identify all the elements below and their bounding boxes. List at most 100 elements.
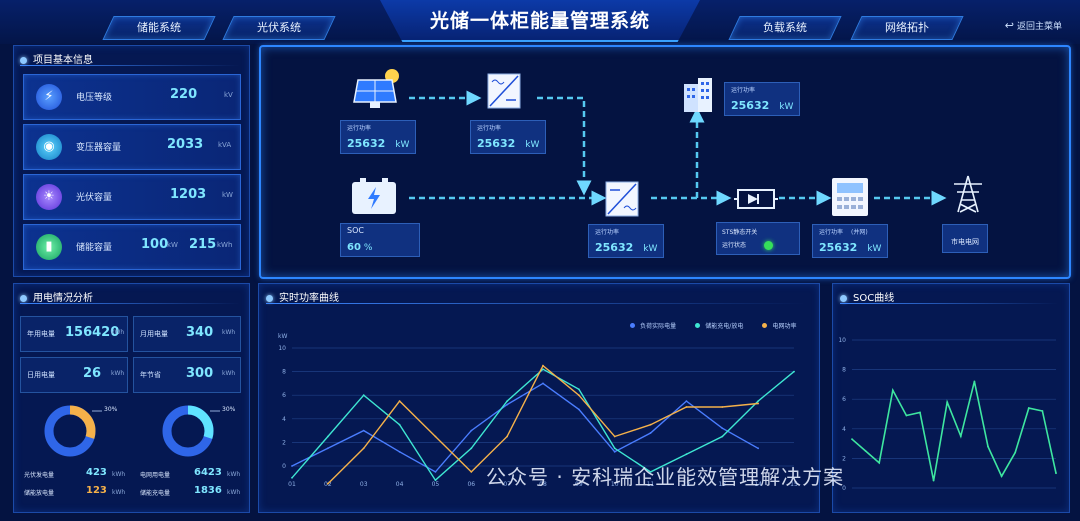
y-tick-label: 8 [282, 369, 286, 376]
stat-unit: kWh [222, 329, 236, 336]
data-point [434, 479, 437, 482]
sts-status-label: 运行状态 [722, 242, 747, 249]
stat-unit: kWh [111, 370, 125, 377]
info-card-voltage: ⚡ 电压等级 220 kV [23, 74, 241, 120]
data-point [398, 450, 401, 453]
data-point [506, 400, 509, 402]
legend-dot-icon [630, 323, 635, 328]
power-meter-icon [832, 178, 868, 216]
tab-load-system[interactable]: 负载系统 [728, 16, 842, 40]
basic-info-title-text: 项目基本信息 [33, 55, 93, 66]
x-tick-label: 06 [467, 481, 475, 488]
tab-network-topology[interactable]: 网络拓扑 [850, 16, 964, 40]
donut-percent: 30% [222, 406, 236, 413]
x-tick-label: 12 [683, 481, 691, 488]
info-unit: kV [224, 91, 233, 99]
return-icon: ↩ [1004, 19, 1014, 32]
title-dot-icon [266, 294, 273, 302]
donut-row-value: 423 [86, 467, 107, 478]
inverter-value: 25632 [477, 137, 516, 150]
load-caption: 运行功率 [731, 87, 756, 94]
y-tick-label: 4 [842, 426, 846, 433]
basic-info-title: 项目基本信息 [20, 51, 93, 66]
data-point [542, 368, 544, 371]
x-tick-label: 11 [647, 481, 655, 488]
solar-icon: ☀ [36, 184, 62, 210]
grid-label-box: 市电电网 [942, 224, 988, 253]
info-value-2: 215 [189, 237, 217, 252]
divider [266, 303, 806, 304]
series-line-0 [851, 381, 1057, 481]
transformer-icon: ◉ [36, 134, 62, 160]
tab-network-label: 网络拓扑 [885, 21, 929, 34]
back-label: 返回主菜单 [1016, 22, 1062, 32]
x-tick-label: 01 [288, 481, 296, 488]
inverter-icon [487, 73, 521, 109]
donut-chart-pv [44, 405, 102, 457]
stat-value: 300 [186, 366, 214, 381]
back-to-main-link[interactable]: ↩返回主菜单 [1005, 19, 1062, 32]
data-point [851, 438, 853, 441]
donut-row-label: 储能充电量 [140, 490, 171, 497]
donut-row-unit: kWh [227, 471, 241, 478]
y-tick-label: 8 [842, 367, 846, 374]
title-plate [380, 0, 700, 42]
power-tower-icon [954, 175, 982, 213]
info-value: 100 [141, 237, 169, 252]
stat-label: 日用电量 [27, 371, 55, 379]
data-point [757, 447, 760, 450]
tab-load-label: 负载系统 [763, 21, 807, 34]
usage-title-text: 用电情况分析 [33, 293, 93, 304]
x-tick-label: 10 [611, 481, 619, 488]
data-point [542, 364, 544, 367]
y-tick-label: 2 [282, 439, 286, 446]
donut-row-value: 1836 [194, 485, 222, 496]
data-point [649, 432, 652, 434]
battery-unit: % [363, 243, 373, 253]
data-point [721, 406, 724, 408]
stat-label: 年用电量 [27, 330, 55, 338]
data-point [649, 423, 652, 426]
stat-value: 340 [186, 325, 214, 340]
data-point [506, 435, 509, 438]
info-label: 变压器容量 [76, 143, 122, 153]
stat-label: 年节省 [140, 371, 161, 379]
info-unit: kW [167, 241, 178, 249]
data-point [721, 427, 724, 430]
stat-unit: kWh [222, 370, 236, 377]
data-point [685, 400, 688, 402]
data-point [891, 389, 894, 392]
data-point [291, 476, 293, 479]
battery-caption: SOC [347, 226, 364, 235]
battery-value: 60 [347, 242, 361, 253]
x-tick-label: 03 [360, 481, 368, 488]
data-point [470, 429, 473, 432]
data-point [470, 447, 473, 450]
data-point [470, 471, 473, 473]
tab-pv-system[interactable]: 光伏系统 [222, 16, 336, 40]
stat-day-usage: 日用电量 26 kWh [20, 357, 128, 393]
data-point [757, 400, 760, 402]
load-value: 25632 [731, 99, 770, 112]
solar-unit: kW [395, 140, 410, 150]
data-point [577, 394, 580, 397]
flow-line-inverter-bus [537, 96, 592, 196]
donut-accent [162, 405, 214, 457]
data-point [919, 411, 921, 414]
data-point [434, 471, 437, 473]
voltage-icon: ⚡ [36, 84, 62, 110]
inverter-caption: 运行功率 [477, 125, 502, 132]
y-tick-label: 0 [282, 463, 286, 470]
data-point [326, 435, 329, 438]
data-point [905, 414, 908, 417]
sts-caption: STS静态开关 [722, 229, 758, 236]
data-point [613, 447, 616, 450]
pcs-unit: kW [643, 244, 658, 254]
legend-item: 电网功率 [772, 323, 797, 330]
donut-row-value: 123 [86, 485, 107, 496]
tab-storage-system[interactable]: 储能系统 [102, 16, 216, 40]
battery-soc-box: SOC 60% [340, 223, 420, 257]
soc-curve-title-text: SOC曲线 [853, 293, 895, 304]
